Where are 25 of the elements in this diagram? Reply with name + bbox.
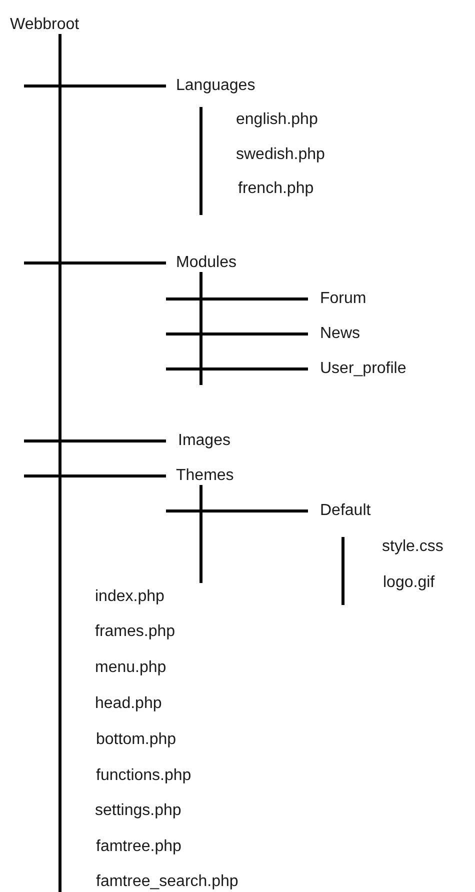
file-name: bottom.php [96, 731, 176, 749]
file-name: index.php [95, 588, 164, 606]
file-name: menu.php [95, 659, 166, 677]
root-folder-name: Webbroot [10, 16, 80, 34]
file-name: frames.php [95, 623, 176, 641]
file-name: logo.gif [383, 574, 435, 592]
file-name: head.php [95, 695, 162, 713]
file-name: settings.php [95, 802, 182, 820]
folder-name: User_profile [308, 360, 406, 378]
folder-name: News [308, 325, 360, 343]
file-name: swedish.php [236, 146, 325, 164]
file-name: style.css [382, 538, 444, 556]
folder-name: Modules [166, 254, 236, 272]
folder-name: Themes [166, 467, 234, 485]
folder-name: Default [308, 502, 371, 520]
folder-name: Images [166, 432, 230, 450]
file-name: french.php [238, 180, 314, 198]
file-name: functions.php [96, 767, 192, 785]
tree-connector [164, 484, 310, 512]
file-name: famtree.php [96, 838, 182, 856]
tree-connector [164, 270, 310, 370]
file-name: famtree_search.php [96, 873, 238, 891]
folder-name: Forum [308, 290, 366, 308]
file-name: english.php [236, 111, 318, 129]
folder-name: Languages [166, 77, 256, 95]
